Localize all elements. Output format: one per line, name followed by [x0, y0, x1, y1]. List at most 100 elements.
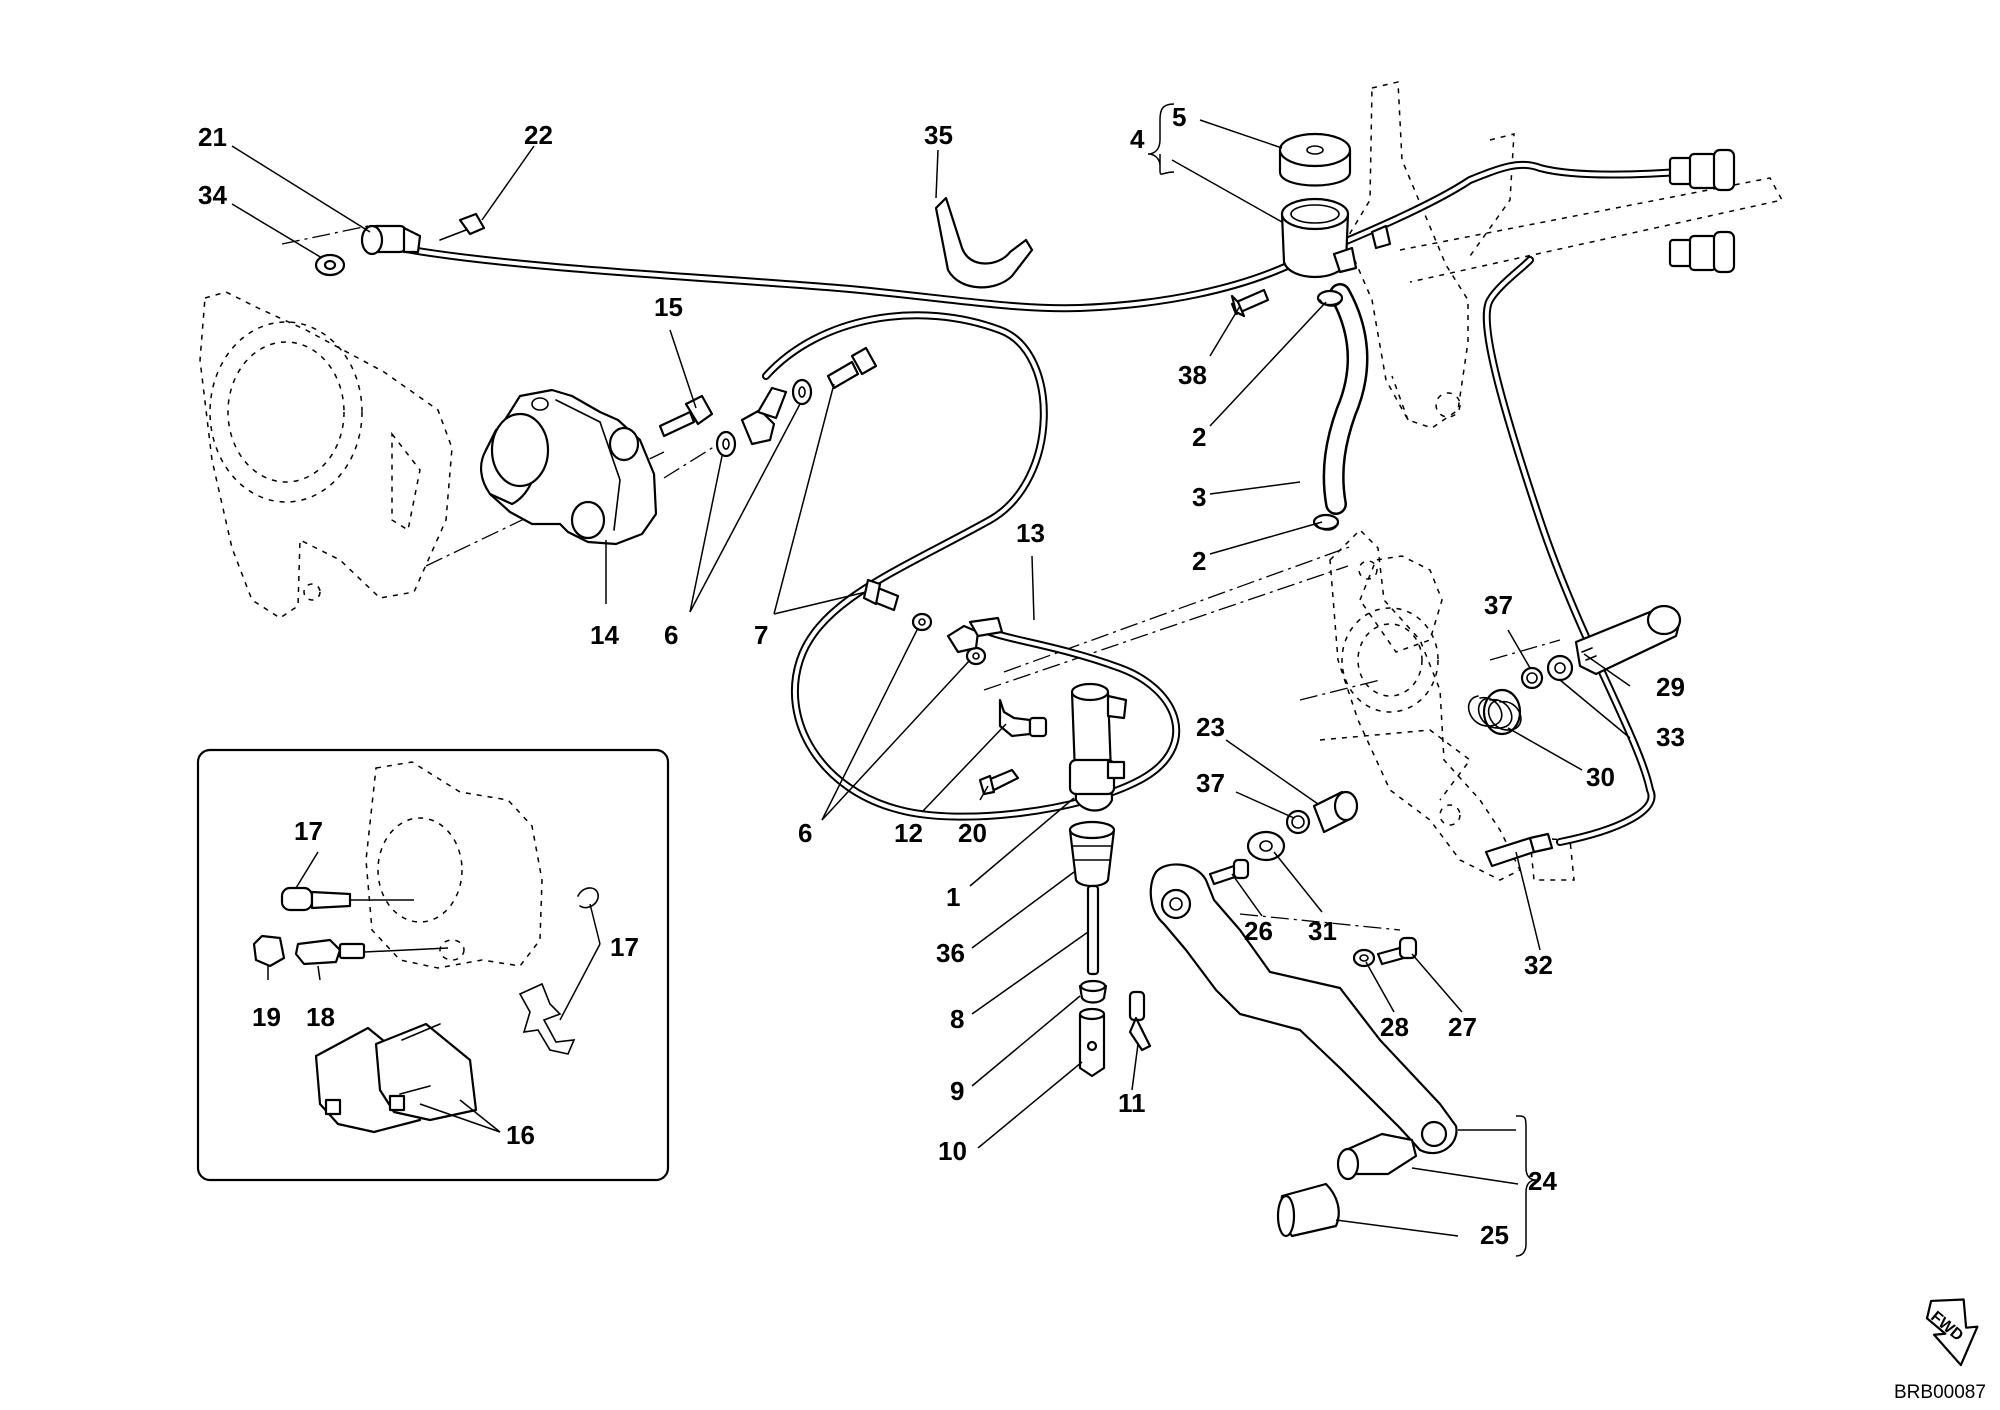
callout-7: 7	[754, 620, 768, 650]
wire-connector-lower	[1668, 230, 1736, 274]
callout-1: 1	[946, 882, 960, 912]
callout-17-pin: 17	[294, 816, 323, 846]
callout-29: 29	[1656, 672, 1685, 702]
part-17-r-clip	[577, 887, 599, 909]
part-38-bolt	[1230, 288, 1270, 318]
callout-31: 31	[1308, 916, 1337, 946]
part-21-brake-light-switch	[360, 224, 422, 256]
part-37-o-ring-lower	[1285, 809, 1311, 835]
part-22-screw	[439, 212, 486, 241]
part-36-dust-boot	[1068, 820, 1116, 888]
leader-lines	[231, 103, 1631, 1257]
part-6-washer-upper-b	[791, 378, 813, 406]
callout-2-lower: 2	[1192, 546, 1206, 576]
part-6-washer-lower-a	[911, 612, 933, 632]
callout-30: 30	[1586, 762, 1615, 792]
part-6-washer-upper-a	[715, 430, 737, 458]
part-25-pedal-rubber	[1276, 1182, 1340, 1238]
hose-banjo-lower	[946, 616, 1004, 654]
callout-23: 23	[1196, 712, 1225, 742]
callout-28: 28	[1380, 1012, 1409, 1042]
callout-32: 32	[1524, 950, 1553, 980]
callout-19: 19	[252, 1002, 281, 1032]
part-34-washer	[314, 253, 346, 277]
part-24-brake-pedal	[1149, 863, 1458, 1155]
part-33-washer	[1546, 654, 1574, 682]
part-7-banjo-bolt-lower	[862, 578, 900, 612]
brake-light-switch-wire	[396, 160, 1684, 313]
abs-sensor-wire	[1482, 256, 1656, 846]
part-11-clevis-pin	[1128, 990, 1152, 1052]
fwd-arrow-icon: FWD	[1925, 1298, 1979, 1367]
inset-panel	[196, 748, 670, 1182]
part-5-reservoir-cap	[1278, 132, 1352, 187]
callout-22: 22	[524, 120, 553, 150]
part-14-rear-caliper	[480, 388, 658, 546]
part-2-hose-clamp-upper	[1316, 289, 1344, 307]
part-30-spring	[1467, 688, 1522, 736]
part-8-pushrod	[1086, 884, 1100, 976]
callout-36: 36	[936, 938, 965, 968]
part-20-bolt	[978, 768, 1020, 796]
callout-3: 3	[1192, 482, 1206, 512]
callout-25: 25	[1480, 1220, 1509, 1250]
callout-34: 34	[198, 180, 227, 210]
callout-5: 5	[1172, 102, 1186, 132]
callout-20: 20	[958, 818, 987, 848]
callout-12: 12	[894, 818, 923, 848]
part-26-bolt	[1208, 858, 1250, 886]
part-12-fitting	[998, 698, 1048, 738]
part-28-nut	[1352, 948, 1376, 968]
part-10-clevis	[1078, 1007, 1106, 1078]
part-19-bleeder-cap	[252, 934, 286, 968]
callout-15: 15	[654, 292, 683, 322]
callout-8: 8	[950, 1004, 964, 1034]
part-35-cable-clip	[934, 196, 1034, 289]
part-4-reservoir	[1280, 197, 1392, 279]
brake-hose-13	[762, 311, 1181, 821]
part-29-pedal-spacer	[1574, 604, 1682, 676]
callout-6-lower: 6	[798, 818, 812, 848]
callout-24: 24	[1528, 1166, 1557, 1196]
wire-connector-upper	[1668, 148, 1736, 192]
part-17-pad-spring	[518, 982, 576, 1055]
callout-35: 35	[924, 120, 953, 150]
callout-9: 9	[950, 1076, 964, 1106]
callout-6-upper: 6	[664, 620, 678, 650]
part-17-pad-pin	[280, 886, 352, 912]
part-18-bleeder-valve	[294, 938, 366, 966]
callout-18: 18	[306, 1002, 335, 1032]
part-15-bolt	[658, 394, 714, 438]
part-23-bushing	[1312, 790, 1359, 834]
callout-11: 11	[1118, 1088, 1146, 1118]
part-32-abs-sensor	[1484, 832, 1554, 868]
part-2-hose-clamp-lower	[1312, 513, 1340, 531]
callout-37-lower: 37	[1196, 768, 1225, 798]
callout-13: 13	[1016, 518, 1045, 548]
reservoir-hose-3	[1322, 283, 1369, 515]
callout-14: 14	[590, 620, 619, 650]
callout-4: 4	[1130, 124, 1145, 154]
callout-10: 10	[938, 1136, 967, 1166]
hose-banjo-upper	[740, 386, 788, 446]
caliper-bracket-ghost	[199, 291, 453, 619]
part-24-pedal-shaft	[1336, 1132, 1418, 1181]
callout-labels: 21 22 34 35 4 5 15 38 2 3 2 13 14 6 7 37…	[198, 102, 1685, 1250]
part-16-brake-pads	[314, 1022, 478, 1134]
part-1-master-cylinder	[1068, 682, 1128, 812]
callout-27: 27	[1448, 1012, 1477, 1042]
callout-33: 33	[1656, 722, 1685, 752]
part-9-nut	[1078, 979, 1108, 1004]
callout-16: 16	[506, 1120, 535, 1150]
part-27-bolt	[1376, 936, 1418, 966]
callout-17-clip: 17	[610, 932, 639, 962]
rear-bracket-ghost	[1319, 528, 1575, 881]
callout-38: 38	[1178, 360, 1207, 390]
callout-26: 26	[1244, 916, 1273, 946]
part-37-o-ring-upper	[1520, 666, 1544, 690]
callout-21: 21	[198, 122, 227, 152]
drawing-code: BRB00087	[1894, 1382, 1986, 1403]
callout-37-upper: 37	[1484, 590, 1513, 620]
part-7-banjo-bolt-upper	[826, 346, 878, 390]
